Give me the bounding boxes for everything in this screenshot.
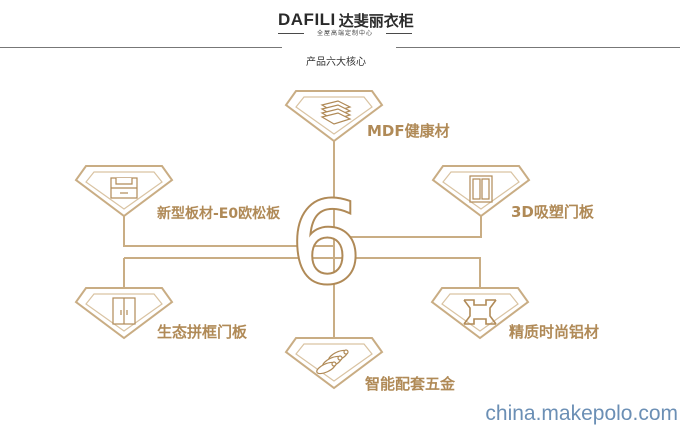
feature-label-mdf: MDF健康材 bbox=[367, 122, 450, 140]
logo-latin-text: DAFILI bbox=[278, 10, 336, 29]
feature-diamond-e0-board bbox=[74, 165, 174, 218]
aluminum-frame-icon bbox=[463, 299, 497, 325]
connector-lines bbox=[123, 140, 482, 348]
feature-label-eco-door: 生态拼框门板 bbox=[157, 323, 248, 341]
header-divider-left bbox=[0, 47, 282, 48]
logo-sub-rule-right bbox=[386, 33, 412, 34]
feature-label-3d-door: 3D吸塑门板 bbox=[511, 203, 594, 221]
logo-chinese-text: 达斐丽衣柜 bbox=[338, 11, 414, 30]
feature-diamond-3d-door bbox=[431, 165, 531, 218]
logo-subtitle: 全屋高端定制中心 bbox=[316, 30, 373, 37]
board-stack-icon bbox=[320, 100, 352, 125]
connector-left-upper bbox=[123, 212, 334, 247]
feature-diamond-eco-door bbox=[74, 287, 174, 340]
drawer-cabinet-icon bbox=[110, 177, 138, 199]
feature-label-aluminum: 精质时尚铝材 bbox=[509, 323, 600, 341]
feature-diamond-aluminum bbox=[430, 287, 530, 340]
hardware-rolls-icon bbox=[316, 349, 349, 375]
logo-sub-rule-left bbox=[278, 33, 304, 34]
wardrobe-door-icon bbox=[112, 297, 136, 325]
framed-door-icon bbox=[469, 175, 493, 203]
feature-label-hardware: 智能配套五金 bbox=[365, 375, 456, 393]
header-divider-right bbox=[396, 47, 680, 48]
connector-right-lower bbox=[334, 257, 481, 292]
brand-logo: DAFILI 达斐丽衣柜 bbox=[278, 10, 414, 30]
page-title: 产品六大核心 bbox=[306, 57, 366, 68]
feature-label-e0-board: 新型板材-E0欧松板 bbox=[157, 206, 281, 222]
feature-diamond-hardware bbox=[284, 337, 384, 390]
feature-diamond-mdf bbox=[284, 90, 384, 143]
center-numeral: 6 bbox=[290, 179, 361, 309]
brand-header: DAFILI 达斐丽衣柜 全屋高端定制中心 bbox=[0, 0, 680, 48]
connector-right-upper bbox=[334, 212, 482, 238]
site-watermark: china.makepolo.com bbox=[485, 402, 678, 425]
